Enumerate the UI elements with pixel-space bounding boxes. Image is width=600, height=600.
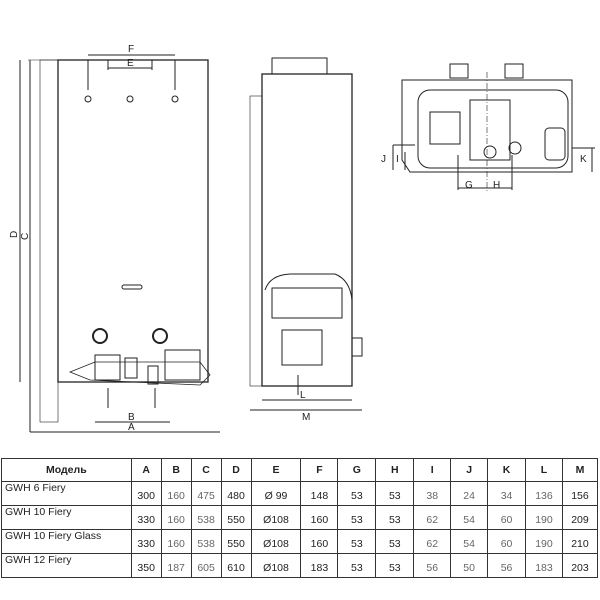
dimension-cell: 187: [160, 553, 192, 578]
dimension-cell: 53: [375, 505, 415, 530]
column-header-d: D: [220, 458, 252, 482]
column-header-e: E: [250, 458, 302, 482]
model-name-cell: GWH 10 Fiery Glass: [1, 529, 132, 554]
dimension-cell: 330: [130, 529, 162, 554]
dimension-cell: 350: [130, 553, 162, 578]
column-header-m: M: [561, 458, 599, 482]
column-header-model: Модель: [1, 458, 132, 482]
dimension-cell: Ø108: [250, 553, 302, 578]
dim-label-b: B: [128, 412, 135, 423]
dimension-cell: 62: [413, 529, 452, 554]
dimension-cell: 190: [525, 505, 563, 530]
dimension-cell: 34: [487, 481, 527, 506]
dimension-cell: 538: [190, 505, 222, 530]
column-header-a: A: [130, 458, 162, 482]
dimension-cell: 53: [337, 553, 377, 578]
dimension-cell: 605: [190, 553, 222, 578]
dim-label-l: L: [300, 390, 306, 401]
dim-label-e: E: [127, 58, 134, 69]
dimension-cell: 53: [337, 481, 377, 506]
dimension-cell: 160: [300, 529, 339, 554]
dimension-cell: 183: [300, 553, 339, 578]
column-header-k: K: [487, 458, 527, 482]
top-view: [392, 63, 595, 192]
dimension-cell: 480: [220, 481, 252, 506]
column-header-i: I: [413, 458, 452, 482]
dimension-cell: Ø 99: [250, 481, 302, 506]
front-view: [19, 54, 220, 433]
dimension-cell: 24: [450, 481, 489, 506]
dim-label-d: D: [9, 231, 20, 238]
side-view: [249, 57, 363, 411]
column-header-h: H: [375, 458, 415, 482]
dimension-cell: 136: [525, 481, 563, 506]
dimension-cell: 53: [337, 505, 377, 530]
column-header-b: B: [160, 458, 192, 482]
dimension-cell: 160: [160, 505, 192, 530]
dim-label-m: M: [302, 412, 310, 423]
dimension-cell: Ø108: [250, 529, 302, 554]
dim-label-g: G: [465, 180, 473, 191]
dimension-cell: 160: [300, 505, 339, 530]
dim-label-k: K: [580, 154, 587, 165]
model-name-cell: GWH 10 Fiery: [1, 505, 132, 530]
dimension-cell: 160: [160, 481, 192, 506]
column-header-c: C: [190, 458, 222, 482]
dim-label-h: H: [493, 180, 500, 191]
column-header-l: L: [525, 458, 563, 482]
dimension-cell: 53: [337, 529, 377, 554]
dimension-cell: 54: [450, 505, 489, 530]
dimension-cell: 538: [190, 529, 222, 554]
dimension-cell: 210: [561, 529, 599, 554]
dimension-cell: 60: [487, 529, 527, 554]
dim-label-a: A: [128, 422, 135, 433]
dimension-cell: 156: [561, 481, 599, 506]
column-header-g: G: [337, 458, 377, 482]
dim-label-j: J: [381, 154, 386, 165]
dimension-cell: 610: [220, 553, 252, 578]
dimension-cell: 183: [525, 553, 563, 578]
dimension-cell: 148: [300, 481, 339, 506]
dimension-cell: Ø108: [250, 505, 302, 530]
dimension-cell: 300: [130, 481, 162, 506]
dim-label-f: F: [128, 44, 134, 55]
dimension-cell: 203: [561, 553, 599, 578]
dimension-cell: 60: [487, 505, 527, 530]
column-header-f: F: [300, 458, 339, 482]
dimension-cell: 62: [413, 505, 452, 530]
dimension-drawings: F E D C B A L M J I G H K: [9, 44, 595, 433]
dimension-cell: 190: [525, 529, 563, 554]
dim-label-c: C: [20, 233, 31, 240]
dimension-cell: 56: [487, 553, 527, 578]
dimension-cell: 56: [413, 553, 452, 578]
column-header-j: J: [450, 458, 489, 482]
dim-label-i: I: [396, 154, 399, 165]
dimension-cell: 550: [220, 505, 252, 530]
model-name-cell: GWH 6 Fiery: [1, 481, 132, 506]
dimension-cell: 209: [561, 505, 599, 530]
dimension-cell: 54: [450, 529, 489, 554]
dimension-cell: 330: [130, 505, 162, 530]
dimension-cell: 160: [160, 529, 192, 554]
dimension-cell: 475: [190, 481, 222, 506]
model-name-cell: GWH 12 Fiery: [1, 553, 132, 578]
dimension-cell: 53: [375, 553, 415, 578]
dimension-cell: 50: [450, 553, 489, 578]
dimension-cell: 550: [220, 529, 252, 554]
dimension-cell: 53: [375, 529, 415, 554]
dimension-cell: 38: [413, 481, 452, 506]
dimension-cell: 53: [375, 481, 415, 506]
